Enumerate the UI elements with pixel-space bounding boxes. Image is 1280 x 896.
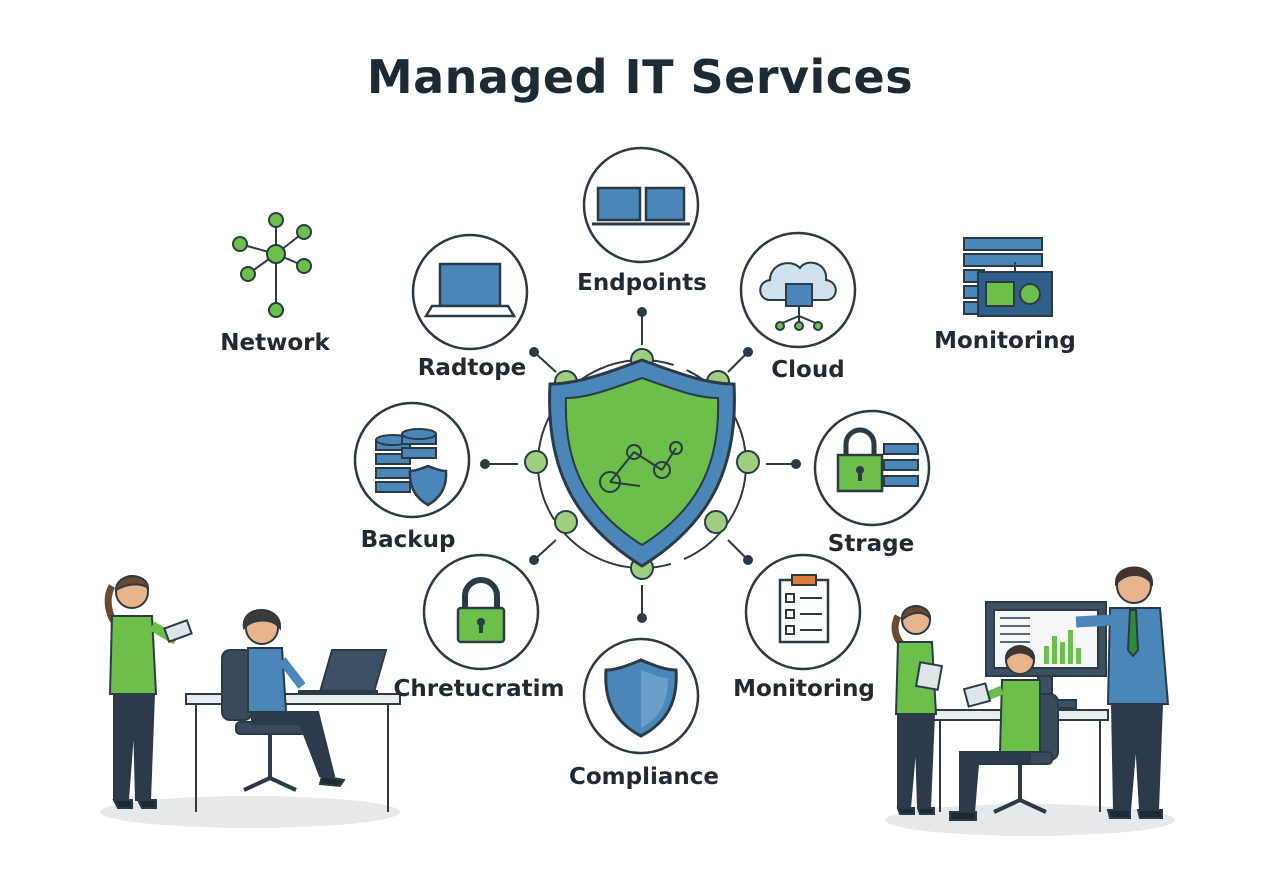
dual-laptop-icon	[582, 146, 700, 264]
database-shield-icon	[353, 401, 471, 519]
office-workers-left-illustration	[104, 575, 401, 812]
node-label-compliance: Compliance	[568, 764, 720, 790]
office-workers-right-illustration	[891, 566, 1170, 821]
padlock-storage-icon	[813, 409, 931, 527]
node-label-radtope: Radtope	[417, 355, 527, 381]
server-rack-icon	[963, 237, 1053, 317]
laptop-icon	[411, 233, 529, 351]
cloud-server-icon	[739, 231, 857, 349]
network-nodes-icon	[232, 212, 312, 318]
node-label-strage: Strage	[827, 531, 915, 557]
node-label-cloud: Cloud	[771, 357, 845, 383]
page-title: Managed IT Services	[366, 50, 914, 104]
checklist-icon	[744, 553, 862, 671]
connector-lines	[480, 307, 801, 623]
security-shield-icon	[524, 348, 760, 580]
node-label-backup: Backup	[360, 527, 456, 553]
corner-label-monitoring: Monitoring	[934, 328, 1076, 354]
node-label-chretucratim: Chretucratim	[393, 676, 565, 702]
node-label-monitoring: Monitoring	[733, 676, 875, 702]
node-label-endpoints: Endpoints	[577, 270, 707, 296]
padlock-icon	[422, 553, 540, 671]
shield-icon	[582, 637, 700, 755]
corner-label-network: Network	[220, 330, 330, 356]
floor-shadow-left	[100, 796, 400, 828]
